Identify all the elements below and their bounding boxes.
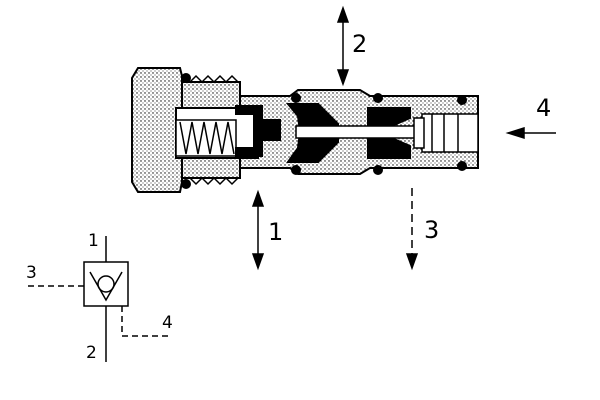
hydraulic-symbol	[28, 236, 168, 362]
symbol-pilot-4	[121, 306, 168, 337]
section-label-port-3: 3	[424, 216, 439, 244]
check-ball	[97, 275, 115, 293]
symbol-label-port-2: 2	[86, 343, 97, 363]
valve-cross-section	[131, 67, 479, 193]
spring-coils	[179, 121, 235, 155]
o-ring	[291, 165, 301, 175]
o-rings	[181, 73, 467, 189]
thread-teeth-bottom	[189, 176, 239, 186]
end-sleeve	[421, 113, 479, 153]
o-ring	[291, 93, 301, 103]
o-ring	[181, 73, 191, 83]
o-ring	[181, 179, 191, 189]
thread-teeth-top	[189, 74, 239, 84]
symbol-label-port-3: 3	[26, 263, 37, 283]
section-label-port-2: 2	[352, 30, 367, 58]
symbol-label-port-4: 4	[162, 313, 173, 333]
check-seat	[89, 271, 123, 302]
port-arrows	[251, 5, 556, 271]
o-ring	[457, 95, 467, 105]
symbol-label-port-1: 1	[88, 231, 99, 251]
section-label-port-4: 4	[536, 94, 551, 122]
poppet-stem	[295, 125, 423, 139]
seal-right	[367, 107, 411, 159]
o-ring	[373, 93, 383, 103]
o-ring	[373, 165, 383, 175]
section-label-port-1: 1	[268, 218, 283, 246]
seal-left	[235, 105, 281, 157]
valve-cap	[131, 67, 183, 193]
o-ring	[457, 161, 467, 171]
